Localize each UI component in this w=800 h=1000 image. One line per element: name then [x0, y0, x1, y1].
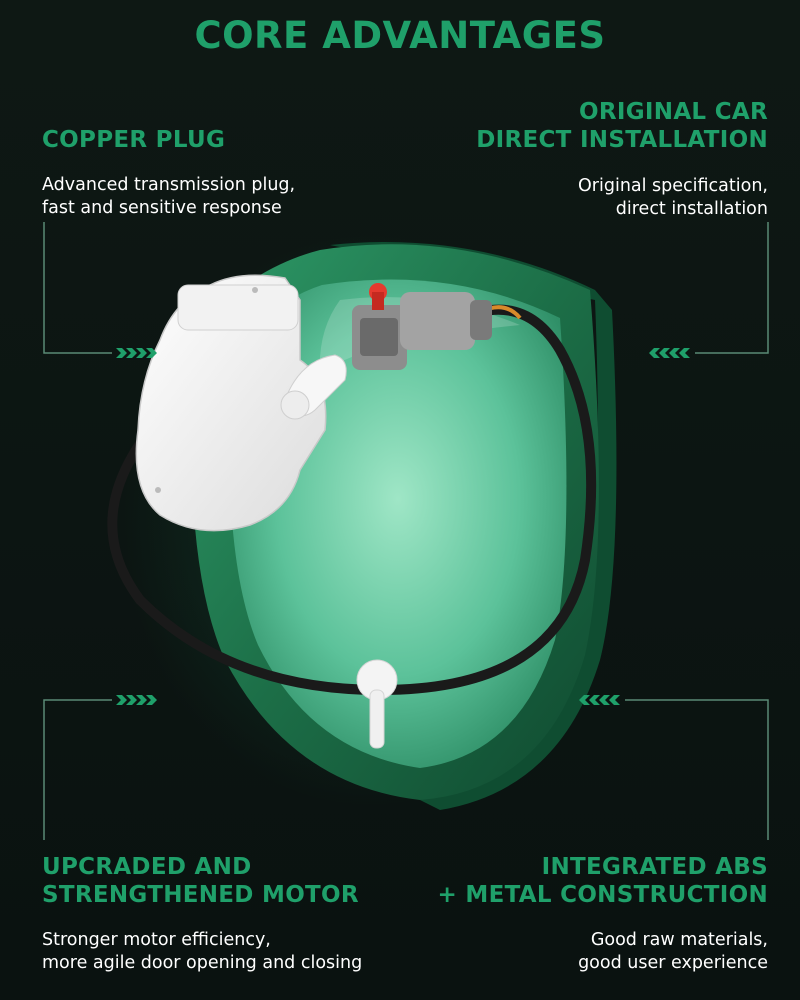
- chevron-right-icon: [116, 348, 157, 358]
- callout-line-top-left: [43, 222, 112, 354]
- actuator-motor: [135, 274, 347, 532]
- callout-line-bottom-left: [43, 699, 112, 840]
- wire-cable: [107, 304, 597, 696]
- feature-motor-heading: UPCRADED AND STRENGTHENED MOTOR: [42, 854, 359, 908]
- feature-motor-description: Stronger motor efficiency, more agile do…: [42, 930, 363, 973]
- page-title: CORE ADVANTAGES: [194, 14, 606, 57]
- chevron-right-icon: [116, 695, 157, 705]
- connector-plug: [352, 283, 492, 370]
- feature-construction-description: Good raw materials, good user experience: [578, 930, 768, 973]
- actuator-rod: [356, 659, 398, 749]
- feature-direct-installation-heading: ORIGINAL CAR DIRECT INSTALLATION: [476, 99, 768, 153]
- feature-copper-plug-description: Advanced transmission plug, fast and sen…: [42, 175, 296, 218]
- callout-line-bottom-right: [625, 699, 769, 840]
- feature-direct-installation-description: Original specification, direct installat…: [578, 176, 768, 219]
- feature-construction-heading: INTEGRATED ABS + METAL CONSTRUCTION: [437, 854, 768, 908]
- chevron-left-icon: [579, 695, 620, 705]
- callout-line-top-right: [695, 222, 769, 354]
- chevron-left-icon: [649, 348, 690, 358]
- feature-copper-plug-heading: COPPER PLUG: [42, 127, 226, 153]
